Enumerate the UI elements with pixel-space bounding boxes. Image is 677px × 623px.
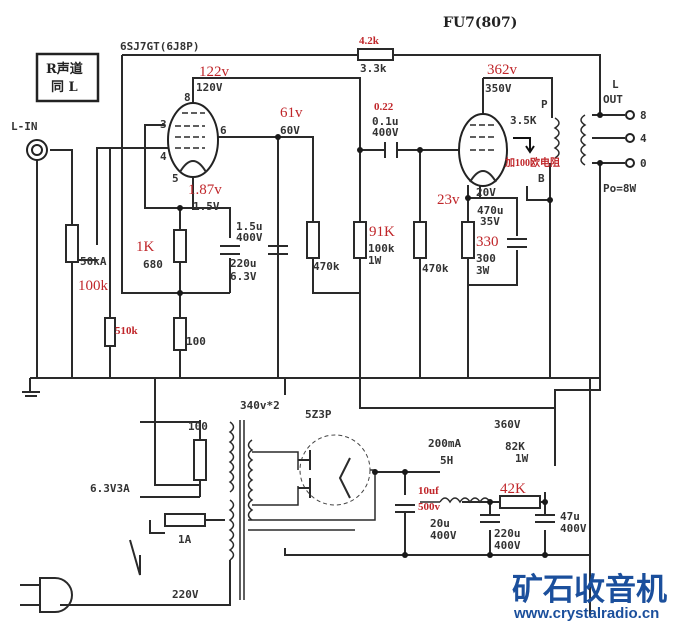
annotation: 500v xyxy=(418,501,441,513)
label: 4 xyxy=(640,132,647,145)
annotation: 1K xyxy=(136,239,155,255)
annotation: 0.22 xyxy=(374,101,394,113)
label: 6.3V xyxy=(230,270,257,283)
label: B xyxy=(538,172,545,185)
note-box: R声道 同 L xyxy=(35,52,100,103)
label: 35V xyxy=(480,215,500,228)
pin-label: 4 xyxy=(160,150,167,163)
label: 220V xyxy=(172,588,199,601)
label: 360V xyxy=(494,418,521,431)
label: 3W xyxy=(476,264,490,277)
label: 400V xyxy=(236,231,263,244)
watermark-logo: 矿石收音机 xyxy=(512,572,667,608)
label: 220u xyxy=(230,257,257,270)
annotation: 23v xyxy=(437,192,460,208)
annotation: 61v xyxy=(280,105,303,121)
label: 470k xyxy=(422,262,449,275)
annotation: 100k xyxy=(78,278,109,294)
label: 100 xyxy=(186,335,206,348)
label: 1.5V xyxy=(193,200,220,213)
label: 300 xyxy=(476,252,496,265)
label: 8 xyxy=(640,109,647,122)
label: 100 xyxy=(188,420,208,433)
label: 200mA xyxy=(428,437,461,450)
modification-annotations: 122v 61v 1.87v 1K 100k 510k 4.2k 0.22 36… xyxy=(78,35,560,513)
annotation: 10uf xyxy=(418,485,439,497)
label: 1W xyxy=(368,254,382,267)
label: 470k xyxy=(313,260,340,273)
label: 680 xyxy=(143,258,163,271)
annotation: 91K xyxy=(369,224,395,240)
label: 82K xyxy=(505,440,525,453)
annotation: 510k xyxy=(115,325,139,337)
label: 3.5K xyxy=(510,114,537,127)
tube2-title: FU7(807) xyxy=(443,15,517,31)
annotation: 330 xyxy=(476,234,499,250)
label: 20V xyxy=(476,186,496,199)
label: Po=8W xyxy=(603,182,636,195)
label: 5Z3P xyxy=(305,408,332,421)
volume-pot[interactable] xyxy=(65,224,79,263)
label: 50kA xyxy=(80,255,107,268)
pin-label: 5 xyxy=(172,172,179,185)
pin-label: 3 xyxy=(160,118,167,131)
annotation: 1.87v xyxy=(188,182,222,198)
watermark: 矿石收音机 www.crystalradio.cn xyxy=(512,572,667,622)
annotation: 362v xyxy=(487,62,518,78)
label: 0.1u xyxy=(372,115,399,128)
components xyxy=(26,48,635,613)
label: 400V xyxy=(372,126,399,139)
label: 6.3V3A xyxy=(90,482,130,495)
label: 5H xyxy=(440,454,453,467)
watermark-url: www.crystalradio.cn xyxy=(513,605,659,622)
label: OUT xyxy=(603,93,623,106)
input-jack[interactable] xyxy=(26,139,48,161)
label: 47u xyxy=(560,510,580,523)
label: 1A xyxy=(178,533,192,546)
label: 400V xyxy=(430,529,457,542)
label: 0 xyxy=(640,157,647,170)
label: L xyxy=(612,78,619,91)
annotation: 122v xyxy=(199,64,230,80)
pin-label: 6 xyxy=(220,124,227,137)
label: 1.5u xyxy=(236,220,263,233)
label: 400V xyxy=(494,539,521,552)
label: 20u xyxy=(430,517,450,530)
input-label: L-IN xyxy=(11,120,38,133)
label: 100k xyxy=(368,242,395,255)
label: 3.3k xyxy=(360,62,387,75)
label: P xyxy=(541,98,548,111)
label: 400V xyxy=(560,522,587,535)
label: 60V xyxy=(280,124,300,137)
tube-6sj7 xyxy=(167,102,219,178)
annotation: 42K xyxy=(500,481,526,497)
note-box-line2: 同 L xyxy=(51,80,78,95)
pin-label: 8 xyxy=(184,91,191,104)
tube-fu7 xyxy=(458,113,508,187)
wiring xyxy=(20,54,625,615)
label: 470u xyxy=(477,204,504,217)
label: 220u xyxy=(494,527,521,540)
tube1-title: 6SJ7GT(6J8P) xyxy=(120,40,199,53)
annotation: 加100欧电阻 xyxy=(504,156,560,169)
label: 120V xyxy=(196,81,223,94)
original-labels: L-IN 120V 60V 1.5V 1.5u 400V 680 220u 6.… xyxy=(11,62,647,601)
label: 350V xyxy=(485,82,512,95)
label: 340v*2 xyxy=(240,399,280,412)
label: 1W xyxy=(515,452,529,465)
rectifier-5z3p xyxy=(298,434,371,506)
annotation: 4.2k xyxy=(359,35,380,47)
note-box-line1: R声道 xyxy=(46,61,83,77)
